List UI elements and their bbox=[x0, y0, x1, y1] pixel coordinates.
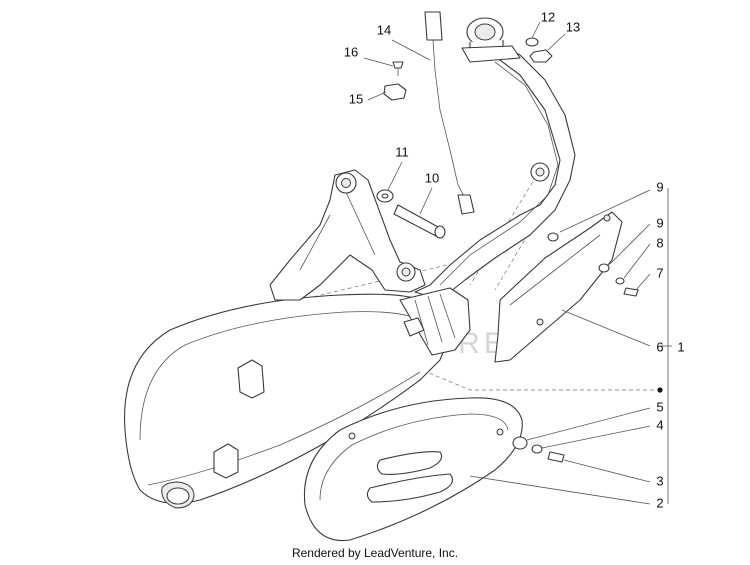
callout-1: 1 bbox=[677, 339, 684, 354]
heat-shield-lower bbox=[303, 397, 523, 542]
callout-11: 11 bbox=[395, 144, 409, 159]
exhaust-header-pipe bbox=[414, 17, 576, 301]
render-credit: Rendered by LeadVenture, Inc. bbox=[291, 546, 459, 560]
callout-15: 15 bbox=[349, 91, 363, 106]
callout-10: 10 bbox=[425, 170, 439, 185]
hardware-items bbox=[376, 11, 639, 463]
group-dot bbox=[657, 387, 663, 393]
callout-6: 6 bbox=[656, 339, 663, 354]
callout-5: 5 bbox=[656, 399, 663, 414]
callout-13: 13 bbox=[566, 19, 580, 34]
callout-3: 3 bbox=[656, 473, 663, 488]
callout-14: 14 bbox=[377, 22, 391, 37]
callout-9-upper: 9 bbox=[656, 179, 663, 194]
heat-shield-upper bbox=[494, 211, 623, 363]
muffler-support-bracket bbox=[269, 169, 426, 301]
callout-labels: 14 12 13 16 15 11 10 9 9 8 7 6 1 5 4 3 2 bbox=[344, 9, 685, 510]
callout-7: 7 bbox=[656, 265, 663, 280]
muffler-body bbox=[123, 287, 471, 509]
callout-9-lower: 9 bbox=[656, 215, 663, 230]
callout-2: 2 bbox=[656, 495, 663, 510]
leader-lines bbox=[363, 21, 672, 505]
callout-4: 4 bbox=[656, 417, 663, 432]
callout-12: 12 bbox=[541, 9, 555, 24]
callout-8: 8 bbox=[656, 235, 663, 250]
callout-16: 16 bbox=[344, 44, 358, 59]
